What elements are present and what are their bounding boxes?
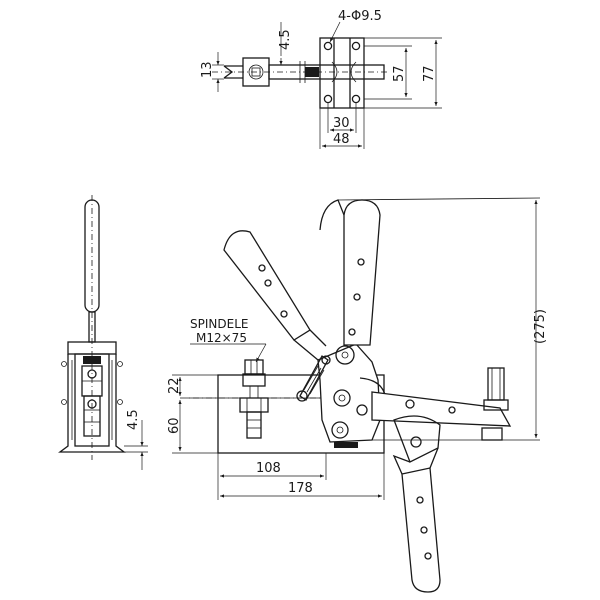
top-hole bbox=[351, 94, 361, 104]
dim-22-label: 22 bbox=[167, 377, 182, 394]
dim-60-label: 60 bbox=[167, 417, 182, 434]
dim-13-label: 13 bbox=[200, 61, 215, 78]
top-hole bbox=[323, 94, 333, 104]
side-view: 4.5 bbox=[58, 195, 148, 470]
top-hole bbox=[351, 41, 361, 51]
top-base-plate bbox=[319, 37, 365, 109]
handle-down bbox=[392, 415, 441, 593]
hole-callout-label: 4-Φ9.5 bbox=[338, 9, 382, 24]
dim-275-label: (275) bbox=[533, 309, 548, 344]
top-view: 13 4.5 4-Φ9.5 57 77 30 48 bbox=[200, 9, 442, 149]
dim-178-label: 178 bbox=[288, 481, 313, 496]
dim-30-label: 30 bbox=[333, 116, 350, 131]
dim-77-label: 77 bbox=[422, 65, 437, 82]
front-view: SPINDELE M12×75 22 60 108 178 (275) bbox=[167, 197, 548, 593]
linkage-body bbox=[296, 343, 387, 448]
top-hole bbox=[323, 41, 333, 51]
dim-57-label: 57 bbox=[392, 65, 407, 82]
spindle bbox=[239, 359, 269, 439]
spindle-label-line2: M12×75 bbox=[196, 331, 247, 345]
clamping-arm bbox=[371, 367, 540, 441]
dim-4-5-label: 4.5 bbox=[278, 29, 293, 50]
dim-side-4-5-label: 4.5 bbox=[126, 409, 141, 430]
handle-vertical bbox=[319, 197, 541, 346]
dim-48-label: 48 bbox=[333, 132, 350, 147]
spindle-label-line1: SPINDELE bbox=[190, 317, 248, 331]
handle-open-left bbox=[223, 230, 327, 361]
dim-108-label: 108 bbox=[256, 461, 281, 476]
